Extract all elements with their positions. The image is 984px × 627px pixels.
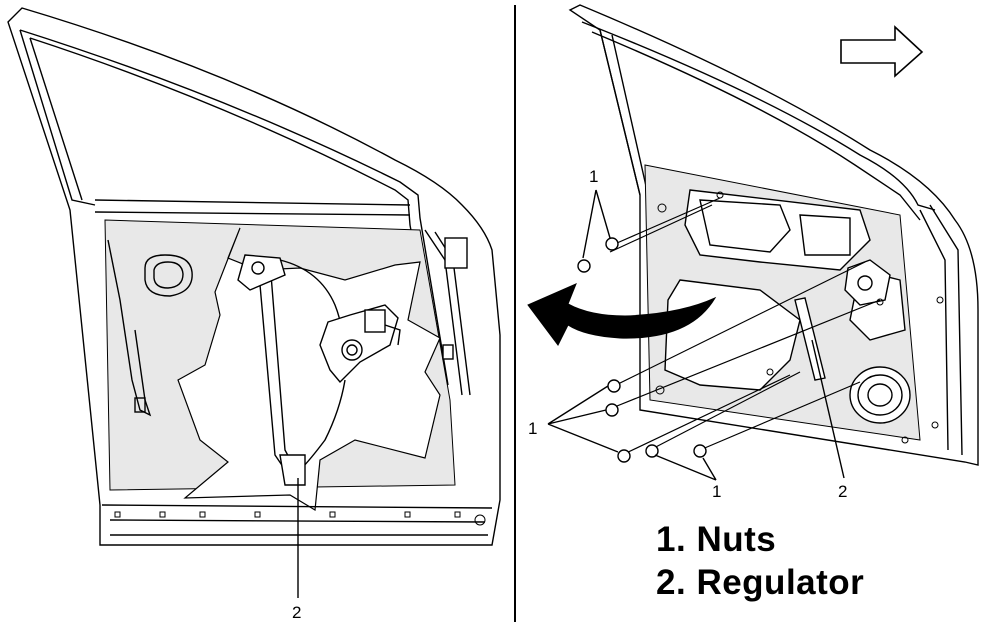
right-nuts-callout-top: 1 [589, 167, 598, 186]
left-regulator-callout: 2 [292, 603, 301, 622]
nut [693, 444, 707, 458]
outline-right-arrow-icon [840, 25, 924, 78]
legend-label: Regulator [696, 563, 865, 602]
nut-extraction-lines [609, 197, 881, 456]
legend-label: Nuts [696, 520, 777, 559]
curved-left-arrow-icon [527, 283, 717, 346]
right-regulator-callout: 2 [838, 482, 847, 501]
right-door-view [547, 4, 979, 481]
right-nuts-callout-bottom: 1 [712, 482, 721, 501]
right-speaker [849, 366, 911, 424]
right-nuts-callout-mid: 1 [528, 419, 537, 438]
nuts [577, 237, 707, 463]
legend-item-nuts: 1. Nuts [656, 520, 776, 560]
nut [645, 444, 659, 458]
nut [605, 237, 619, 251]
nut [607, 379, 621, 393]
left-regulator-motor [319, 304, 401, 384]
nut [617, 449, 631, 463]
left-cutaway [177, 227, 441, 512]
left-window-frame [19, 29, 449, 386]
legend-item-regulator: 2. Regulator [656, 563, 864, 603]
nut [577, 259, 591, 273]
left-handle-boss [144, 254, 193, 297]
legend-number: 2. [656, 563, 687, 602]
legend-number: 1. [656, 520, 687, 559]
left-door-view [7, 7, 501, 598]
nut [605, 403, 619, 417]
